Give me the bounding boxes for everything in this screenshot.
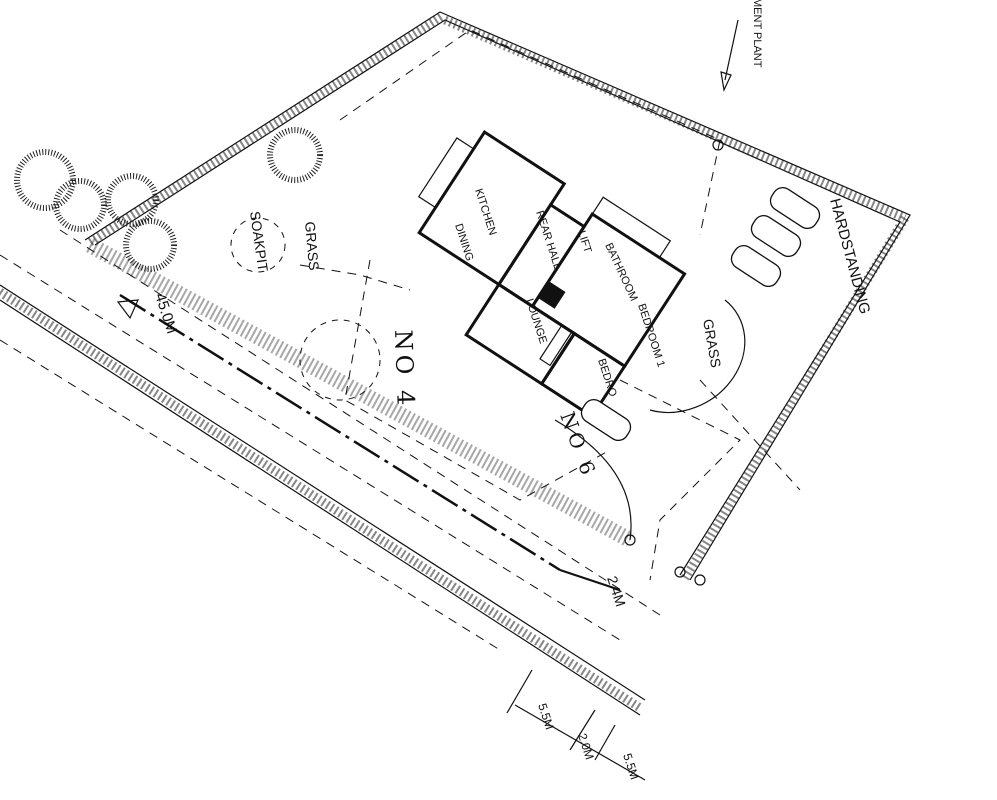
north-arrow-icon [720, 19, 739, 93]
room-kitchen: KITCHEN [472, 187, 498, 237]
grass-label: GRASS [302, 221, 322, 271]
dimension-lines [506, 669, 646, 781]
dimension-5-5m-a: 5.5M [535, 702, 557, 732]
plot-lines [230, 29, 801, 581]
grass-right-label: GRASS [700, 318, 724, 369]
dimension-2-0m: 2.0M [575, 732, 597, 762]
dimension-5-5m-b: 5.5M [620, 752, 642, 782]
trees [14, 127, 323, 272]
room-bedroom-2: BEDRO [595, 357, 619, 398]
room-bedroom-1: BEDROOM 1 [635, 302, 667, 368]
room-bathroom: BATHROOM [602, 241, 639, 303]
soakpit-circle [230, 217, 286, 273]
house-footprint [417, 130, 687, 419]
treatment-plant-label: MENT PLANT [751, 0, 763, 68]
dimension-2-4m: 2.4M [604, 574, 629, 609]
room-lounge: LOUNGE [523, 297, 549, 345]
hardstanding-label: HARDSTANDING [826, 197, 873, 316]
room-lift: LIFT [575, 229, 593, 254]
plot-no-4: NO 4 [389, 329, 420, 410]
direction-arrow-icon [116, 299, 139, 320]
site-boundary [84, 11, 911, 586]
road [0, 229, 661, 716]
cars [580, 186, 821, 442]
room-rear-hall: REAR HALL [533, 209, 563, 271]
